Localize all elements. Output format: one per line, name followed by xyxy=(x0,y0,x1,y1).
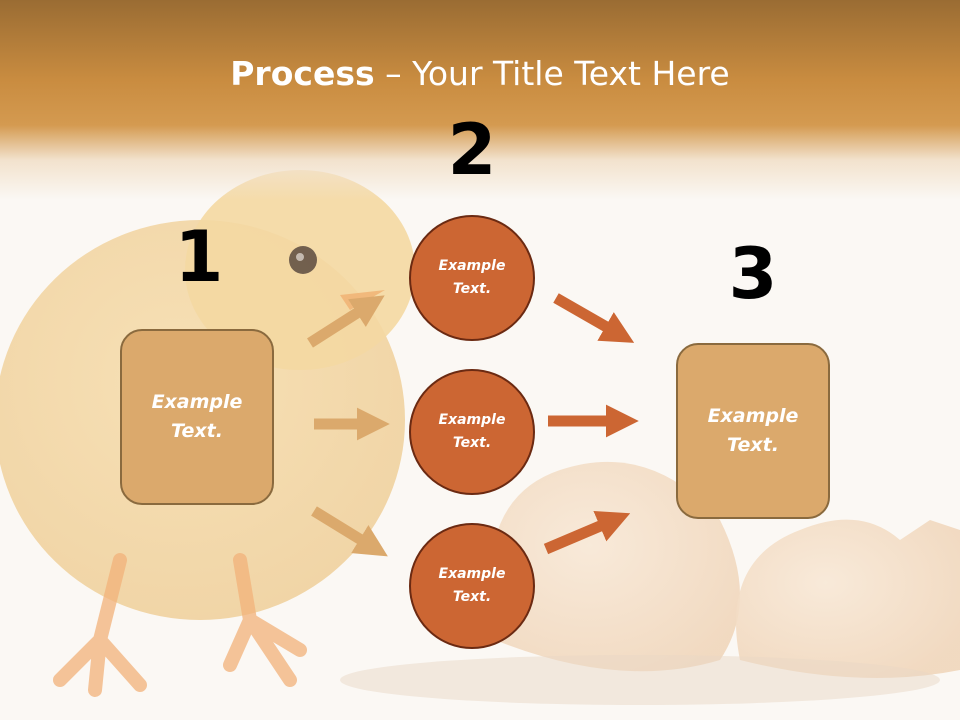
title-bold-part: Process xyxy=(230,54,375,93)
circle-middle-line2: Text. xyxy=(452,435,492,451)
step2-circle-top: Example Text. xyxy=(409,215,535,341)
step1-box-line1: Example xyxy=(151,391,243,413)
step2-circle-middle: Example Text. xyxy=(409,369,535,495)
circle-bottom-line2: Text. xyxy=(452,589,492,605)
arrow-top-circle-to-right-box xyxy=(553,293,635,343)
arrow-box-to-bottom-circle xyxy=(311,506,388,557)
step-number-3: 3 xyxy=(728,233,778,315)
step3-box: Example Text. xyxy=(676,343,830,519)
circle-middle-line1: Example xyxy=(438,412,506,428)
header-band xyxy=(0,0,960,200)
circle-bottom-line1: Example xyxy=(438,566,506,582)
circle-top-line2: Text. xyxy=(452,281,492,297)
step2-circle-bottom: Example Text. xyxy=(409,523,535,649)
title-rest-part: – Your Title Text Here xyxy=(374,54,730,93)
slide-title: Process – Your Title Text Here xyxy=(0,52,960,96)
step-number-1: 1 xyxy=(174,216,224,298)
step3-box-line2: Text. xyxy=(727,434,779,456)
arrow-box-to-top-circle xyxy=(307,295,385,348)
arrow-bottom-circle-to-right-box xyxy=(543,510,631,555)
step1-box: Example Text. xyxy=(120,329,274,505)
step1-box-line2: Text. xyxy=(171,420,223,442)
step3-box-line1: Example xyxy=(707,405,799,427)
step-number-2: 2 xyxy=(447,109,497,191)
circle-top-line1: Example xyxy=(438,258,506,274)
